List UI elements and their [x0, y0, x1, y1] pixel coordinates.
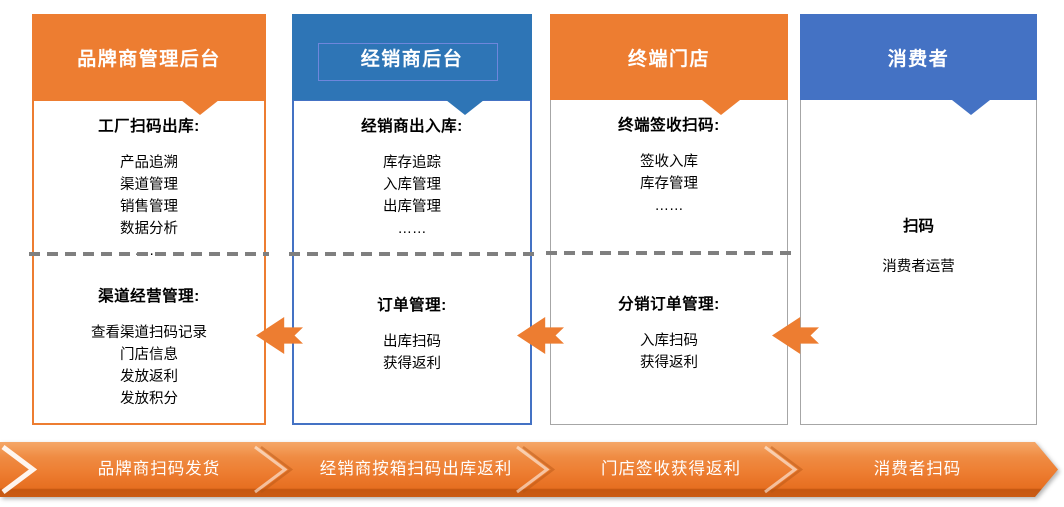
list-item: 签收入库 — [640, 154, 698, 170]
process-step-label: 消费者扫码 — [873, 460, 962, 478]
section-title: 经销商出入库: — [361, 118, 463, 135]
list-item: 出库管理 — [383, 199, 441, 215]
list-item: 获得返利 — [640, 355, 698, 371]
column-body: 经销商出入库: 库存追踪 入库管理 出库管理 …… 订单管理: 出库扫码 获得返… — [289, 99, 535, 425]
header-inner-outline — [318, 43, 498, 81]
section-title: 分销订单管理: — [618, 296, 720, 313]
section-factory-scan: 工厂扫码出库: 产品追溯 渠道管理 销售管理 数据分析 …… — [34, 114, 264, 262]
process-step-label: 经销商按箱扫码出库返利 — [319, 460, 513, 478]
chevron-separators — [1, 445, 804, 494]
process-step-label: 品牌商扫码发货 — [97, 460, 221, 478]
list-item: 门店信息 — [120, 347, 178, 363]
ellipsis: …… — [397, 221, 427, 237]
list-item: 消费者运营 — [882, 259, 955, 275]
process-bar: 品牌商扫码发货 经销商按箱扫码出库返利 门店签收获得返利 消费者扫码 — [0, 442, 1058, 497]
column-header-store: 终端门店 — [550, 14, 788, 115]
column-brand: 工厂扫码出库: 产品追溯 渠道管理 销售管理 数据分析 …… 渠道经营管理: 查… — [29, 14, 269, 434]
section-title: 扫码 — [902, 218, 934, 235]
column-body: 工厂扫码出库: 产品追溯 渠道管理 销售管理 数据分析 …… 渠道经营管理: 查… — [29, 99, 269, 425]
section-consumer: 扫码 消费者运营 — [801, 214, 1036, 276]
list-item: 入库管理 — [383, 177, 441, 193]
section-title: 渠道经营管理: — [98, 288, 200, 305]
section-title: 工厂扫码出库: — [98, 118, 200, 135]
process-step-label: 门店签收获得返利 — [601, 460, 741, 478]
column-header-label: 经销商后台 — [360, 48, 464, 70]
column-store: 终端签收扫码: 签收入库 库存管理 …… 分销订单管理: 入库扫码 获得返利 终… — [546, 14, 792, 434]
section-title: 订单管理: — [377, 297, 447, 314]
list-item: 销售管理 — [120, 199, 178, 215]
column-header-brand: 品牌商管理后台 — [32, 14, 266, 115]
list-item: 获得返利 — [383, 356, 441, 372]
list-item: 数据分析 — [120, 221, 178, 237]
ellipsis: …… — [654, 198, 684, 214]
column-header-label: 终端门店 — [627, 48, 710, 70]
process-bar-shape: 品牌商扫码发货 经销商按箱扫码出库返利 门店签收获得返利 消费者扫码 — [0, 442, 1058, 497]
column-header-distributor: 经销商后台 — [292, 14, 532, 115]
section-title: 终端签收扫码: — [618, 117, 720, 134]
column-consumer: 扫码 消费者运营 消费者 — [800, 14, 1037, 434]
column-header-consumer: 消费者 — [800, 14, 1037, 115]
list-item: 库存追踪 — [383, 155, 441, 171]
dashed-divider — [546, 251, 792, 255]
list-item: 发放返利 — [120, 369, 178, 385]
section-distribution-order: 分销订单管理: 入库扫码 获得返利 — [551, 292, 787, 374]
section-store-signoff: 终端签收扫码: 签收入库 库存管理 …… — [551, 113, 787, 217]
list-item: 库存管理 — [640, 176, 698, 192]
column-header-label: 消费者 — [887, 48, 950, 70]
list-item: 查看渠道扫码记录 — [91, 325, 207, 341]
dashed-divider — [289, 252, 535, 256]
column-body: 终端签收扫码: 签收入库 库存管理 …… 分销订单管理: 入库扫码 获得返利 — [546, 99, 792, 425]
ellipsis: …… — [134, 243, 164, 259]
dashed-divider — [29, 252, 269, 256]
list-item: 发放积分 — [120, 391, 178, 407]
section-distributor-io: 经销商出入库: 库存追踪 入库管理 出库管理 …… — [294, 114, 530, 240]
section-channel-mgmt: 渠道经营管理: 查看渠道扫码记录 门店信息 发放返利 发放积分 — [34, 284, 264, 410]
column-distributor: 经销商出入库: 库存追踪 入库管理 出库管理 …… 订单管理: 出库扫码 获得返… — [289, 14, 535, 434]
list-item: 入库扫码 — [640, 333, 698, 349]
list-item: 产品追溯 — [120, 155, 178, 171]
column-header-label: 品牌商管理后台 — [77, 48, 221, 70]
list-item: 渠道管理 — [120, 177, 178, 193]
column-body: 扫码 消费者运营 — [800, 99, 1037, 425]
section-order-mgmt: 订单管理: 出库扫码 获得返利 — [294, 293, 530, 375]
list-item: 出库扫码 — [383, 334, 441, 350]
